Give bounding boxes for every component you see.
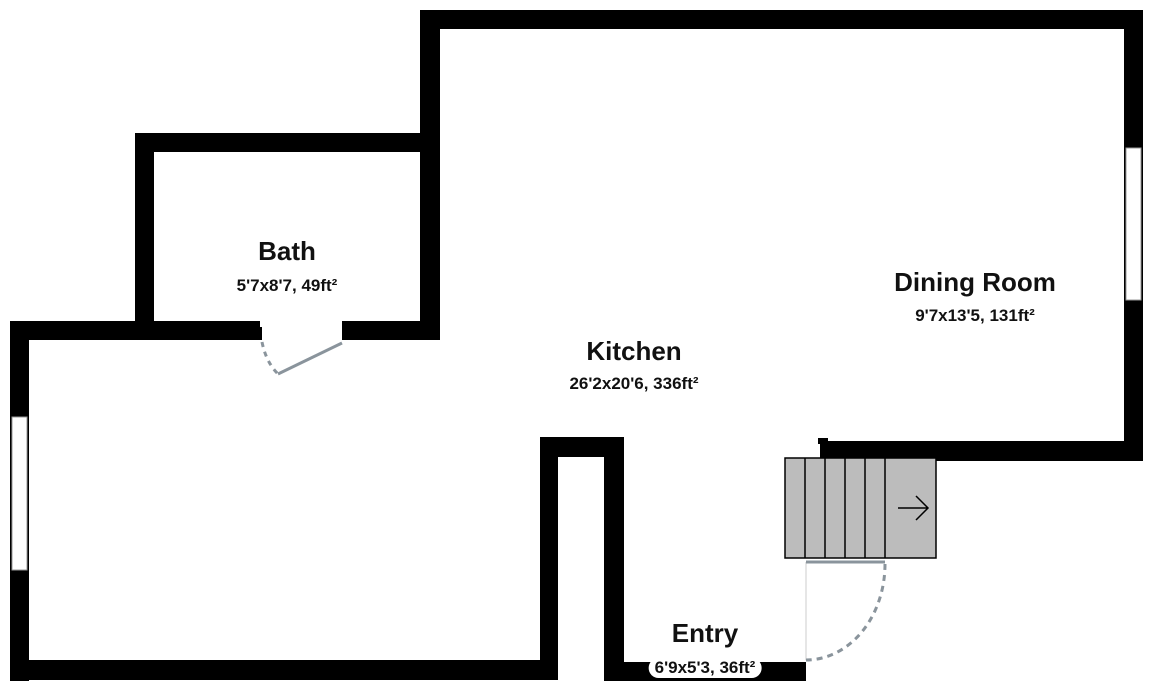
wall-bath-top (135, 133, 440, 152)
room-name-entry: Entry (671, 618, 739, 648)
window-left (11, 416, 28, 571)
bath-door (240, 327, 343, 376)
wall-left-bottom (10, 660, 558, 680)
window-right (1125, 147, 1142, 301)
wall-entry-left (604, 437, 624, 681)
room-dimensions-bath: 5'7x8'7, 49ft² (236, 276, 338, 295)
windows (11, 147, 1142, 571)
wall-left-top (10, 321, 260, 340)
wall-bath-bottom-right (342, 321, 440, 340)
entry-door (805, 560, 887, 662)
wall-pillar-left (540, 437, 558, 680)
wall-top (420, 10, 1143, 29)
room-name-kitchen: Kitchen (586, 336, 682, 366)
room-name-bath: Bath (258, 236, 316, 266)
room-dimensions-entry: 6'9x5'3, 36ft² (648, 658, 762, 678)
room-dimensions-dining-room: 9'7x13'5, 131ft² (915, 306, 1035, 325)
wall-bath-left (135, 133, 154, 340)
stairs-arrow-icon (898, 495, 930, 521)
wall-bath-right (420, 10, 440, 340)
room-name-dining-room: Dining Room (894, 267, 1056, 297)
walls (10, 10, 1143, 681)
wall-dining-bottom (820, 441, 1143, 461)
room-dimensions-kitchen: 26'2x20'6, 336ft² (569, 374, 699, 393)
stairs (784, 457, 937, 559)
wall-pillar-top (540, 437, 624, 457)
